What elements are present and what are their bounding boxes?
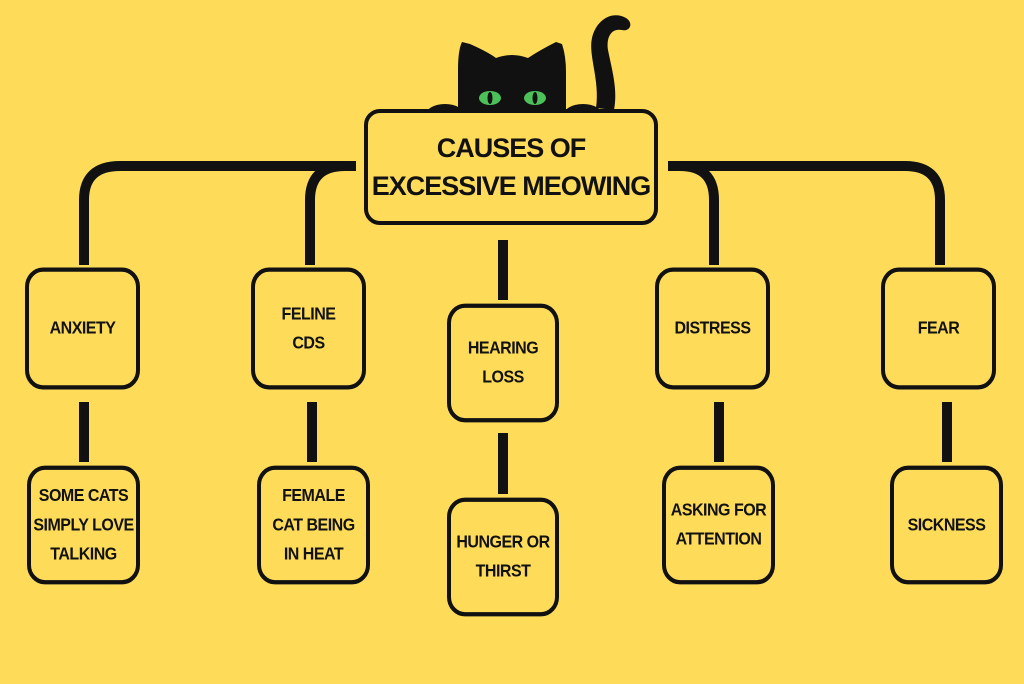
cause-label: FEAR <box>917 319 960 338</box>
title-box: CAUSES OF EXCESSIVE MEOWING <box>364 109 658 225</box>
cause-label: FEMALE <box>282 486 345 506</box>
cause-label: TALKING <box>50 544 117 564</box>
cause-label: LOSS <box>482 368 524 387</box>
cause-label: SOME CATS <box>38 486 129 506</box>
cause-hearing-loss: HEARING LOSS <box>447 303 559 423</box>
title-line-2: EXCESSIVE MEOWING <box>371 171 652 201</box>
cause-asking-attention: ASKING FOR ATTENTION <box>662 465 775 585</box>
cause-label: SIMPLY LOVE <box>33 515 134 535</box>
cause-feline-cds: FELINE CDS <box>251 267 366 390</box>
cause-label: CDS <box>292 333 325 353</box>
cause-label: HUNGER OR <box>456 533 550 552</box>
cause-fear: FEAR <box>881 267 996 390</box>
cause-label: ATTENTION <box>675 530 762 549</box>
connector-fear <box>668 161 945 265</box>
connector-feline-cds <box>305 161 356 265</box>
cause-distress: DISTRESS <box>655 267 770 390</box>
cause-in-heat: FEMALE CAT BEING IN HEAT <box>257 465 370 585</box>
cause-label: ANXIETY <box>49 319 116 338</box>
connector-distress <box>668 161 719 265</box>
title-line-1: CAUSES OF <box>436 133 587 163</box>
cause-anxiety: ANXIETY <box>25 267 140 390</box>
cause-hunger-thirst: HUNGER OR THIRST <box>447 497 559 617</box>
cause-label: CAT BEING <box>272 515 355 535</box>
connector-anxiety <box>79 161 356 265</box>
cause-label: THIRST <box>475 562 531 581</box>
cause-sickness: SICKNESS <box>890 465 1003 585</box>
cause-label: DISTRESS <box>674 319 751 338</box>
cause-label: IN HEAT <box>283 544 344 564</box>
cause-label: FELINE <box>281 304 336 324</box>
cause-label: HEARING <box>467 339 539 358</box>
cause-label: SICKNESS <box>907 515 986 535</box>
cause-label: ASKING FOR <box>670 501 767 520</box>
cause-love-talking: SOME CATS SIMPLY LOVE TALKING <box>27 465 140 585</box>
